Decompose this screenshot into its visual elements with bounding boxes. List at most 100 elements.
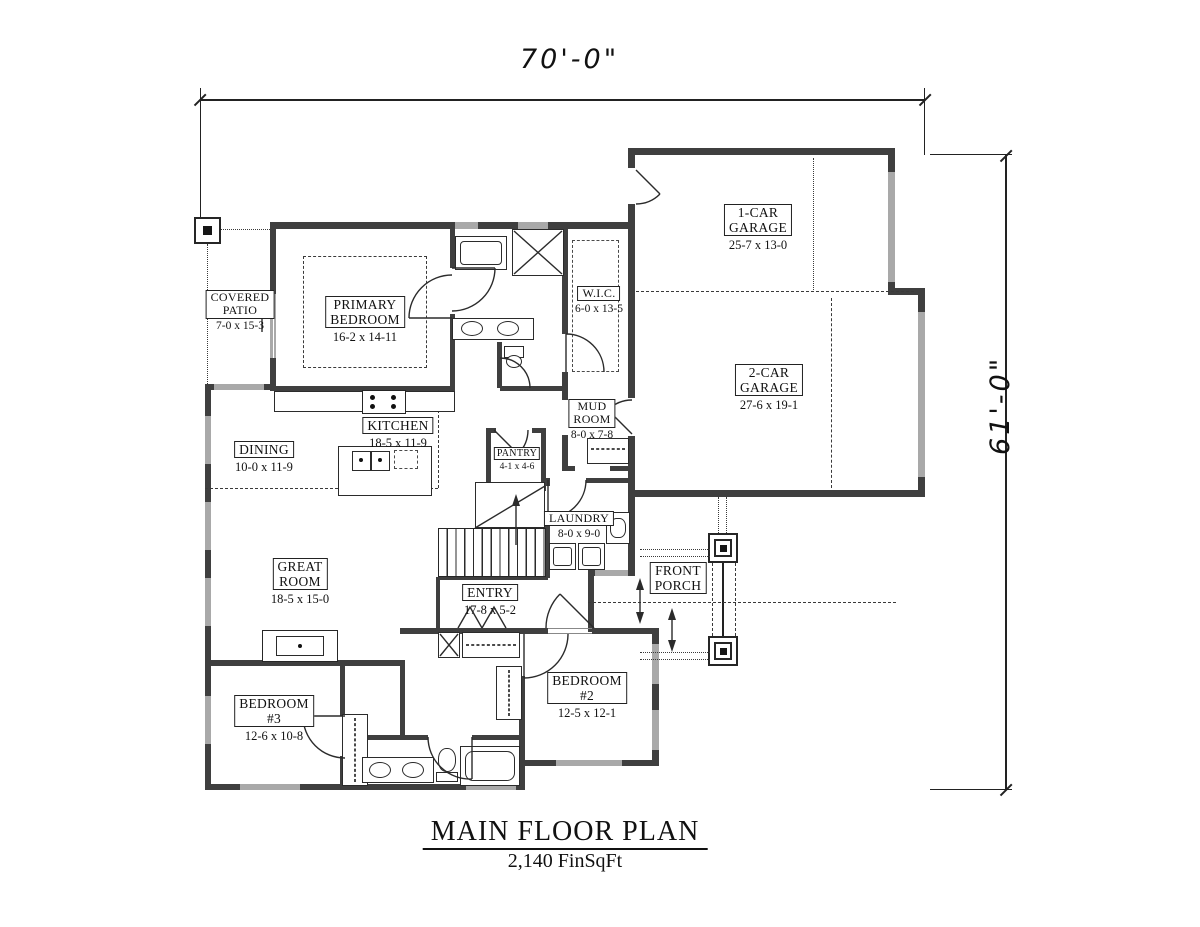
dishwasher bbox=[394, 450, 418, 469]
wall-segment bbox=[472, 735, 522, 740]
room-dims: 8-0 x 7-8 bbox=[570, 429, 614, 442]
top-dimension-line bbox=[200, 99, 925, 101]
window bbox=[214, 384, 264, 390]
wall-segment bbox=[270, 386, 455, 391]
bathtub-inner bbox=[460, 241, 502, 265]
porch-dashed-line bbox=[735, 563, 736, 636]
wall-segment bbox=[340, 660, 405, 666]
room-label-entry: ENTRY 17-8 x 5-2 bbox=[462, 584, 518, 618]
wall-segment bbox=[486, 428, 491, 491]
room-dims: 12-5 x 12-1 bbox=[557, 706, 617, 721]
wall-segment bbox=[450, 314, 455, 390]
right-dimension-line bbox=[1005, 155, 1007, 790]
mud-bench-rod bbox=[591, 448, 625, 450]
room-label-two-car-garage: 2-CAR GARAGE 27-6 x 19-1 bbox=[734, 364, 804, 413]
wall-segment bbox=[545, 478, 550, 486]
vanity-sink bbox=[369, 762, 391, 778]
wall-segment bbox=[562, 435, 568, 471]
porch-dotted-line bbox=[640, 556, 710, 557]
wall-segment bbox=[628, 148, 893, 155]
room-label-front-porch: FRONT PORCH bbox=[649, 562, 707, 596]
room-name: GREAT ROOM bbox=[272, 558, 328, 591]
burner bbox=[391, 404, 396, 409]
stairs bbox=[438, 528, 546, 577]
fireplace-dot bbox=[298, 644, 302, 648]
wall-segment bbox=[438, 575, 548, 580]
wall-segment bbox=[541, 428, 546, 491]
sliding-door-line bbox=[272, 294, 274, 358]
right-dim-extension-bottom bbox=[930, 789, 1012, 791]
room-dims: 16-2 x 14-11 bbox=[332, 330, 398, 345]
range bbox=[362, 390, 406, 414]
washer-inner bbox=[553, 547, 572, 566]
room-dims: 10-0 x 11-9 bbox=[235, 460, 293, 474]
closet-rod bbox=[508, 670, 510, 716]
wall-segment bbox=[628, 490, 925, 497]
room-dims: 18-5 x 15-0 bbox=[270, 592, 330, 607]
toilet-tank bbox=[436, 772, 458, 782]
ceiling-dashed-line bbox=[438, 390, 439, 488]
toilet-bowl bbox=[506, 355, 522, 368]
window bbox=[518, 222, 548, 229]
wall-segment bbox=[592, 628, 659, 634]
faucet-dot bbox=[378, 458, 382, 462]
right-dimension-text: 61'-0" bbox=[985, 355, 1016, 455]
room-name: ENTRY bbox=[462, 584, 518, 602]
burner bbox=[391, 395, 396, 400]
wall-segment bbox=[340, 660, 345, 716]
room-name: LAUNDRY bbox=[543, 511, 615, 527]
window bbox=[205, 696, 211, 744]
room-dims: 17-8 x 5-2 bbox=[463, 603, 517, 617]
room-name: MUD ROOM bbox=[568, 399, 616, 428]
room-dims: 7-0 x 15-3 bbox=[216, 320, 264, 333]
wall-segment bbox=[438, 628, 548, 634]
wall-segment bbox=[628, 148, 635, 497]
porch-roof-dashed-line bbox=[588, 602, 896, 603]
room-label-covered-patio: COVERED PATIO 7-0 x 15-3 bbox=[205, 290, 275, 333]
wall-segment bbox=[519, 628, 525, 634]
window bbox=[452, 222, 478, 229]
garage-ceiling-dashed-line bbox=[636, 291, 914, 292]
porch-dashed-line bbox=[712, 563, 713, 636]
door-opening bbox=[628, 168, 635, 204]
room-name: PANTRY bbox=[493, 447, 541, 461]
wall-segment bbox=[400, 662, 405, 738]
room-dims: 25-7 x 13-0 bbox=[728, 238, 788, 253]
wall-segment bbox=[450, 222, 455, 268]
window bbox=[466, 784, 516, 790]
wall-segment bbox=[497, 342, 502, 388]
wall-segment bbox=[205, 660, 345, 666]
room-label-bedroom-3: BEDROOM #3 12-6 x 10-8 bbox=[234, 695, 314, 744]
wall-segment bbox=[519, 760, 525, 790]
room-name: DINING bbox=[234, 441, 294, 459]
wall-segment bbox=[562, 466, 575, 471]
top-dim-extension-left bbox=[200, 88, 202, 218]
toilet-bowl bbox=[438, 748, 456, 772]
wall-segment bbox=[610, 466, 634, 471]
porch-dotted-line bbox=[640, 549, 710, 550]
burner bbox=[370, 404, 375, 409]
room-label-primary-bedroom: PRIMARY BEDROOM 16-2 x 14-11 bbox=[325, 296, 405, 345]
porch-column bbox=[708, 636, 738, 666]
room-name: BEDROOM #3 bbox=[234, 695, 314, 728]
room-name: W.I.C. bbox=[577, 286, 621, 302]
room-name: PRIMARY BEDROOM bbox=[325, 296, 405, 329]
room-label-mud-room: MUD ROOM 8-0 x 7-8 bbox=[568, 399, 616, 442]
closet-rod bbox=[466, 644, 516, 646]
top-dim-extension-right bbox=[924, 88, 926, 155]
room-label-laundry: LAUNDRY 8-0 x 9-0 bbox=[543, 509, 615, 540]
window bbox=[556, 760, 622, 766]
wall-segment bbox=[562, 222, 568, 390]
wall-segment bbox=[586, 478, 634, 483]
window bbox=[240, 784, 300, 790]
window bbox=[595, 570, 628, 576]
door-opening bbox=[628, 398, 635, 436]
wall-segment bbox=[205, 784, 525, 790]
burner bbox=[370, 395, 375, 400]
porch-dotted-line bbox=[640, 659, 710, 660]
shower bbox=[512, 229, 564, 276]
porch-column-core bbox=[720, 648, 727, 655]
stairs-upper-flight bbox=[475, 482, 545, 528]
wall-segment bbox=[436, 577, 440, 632]
